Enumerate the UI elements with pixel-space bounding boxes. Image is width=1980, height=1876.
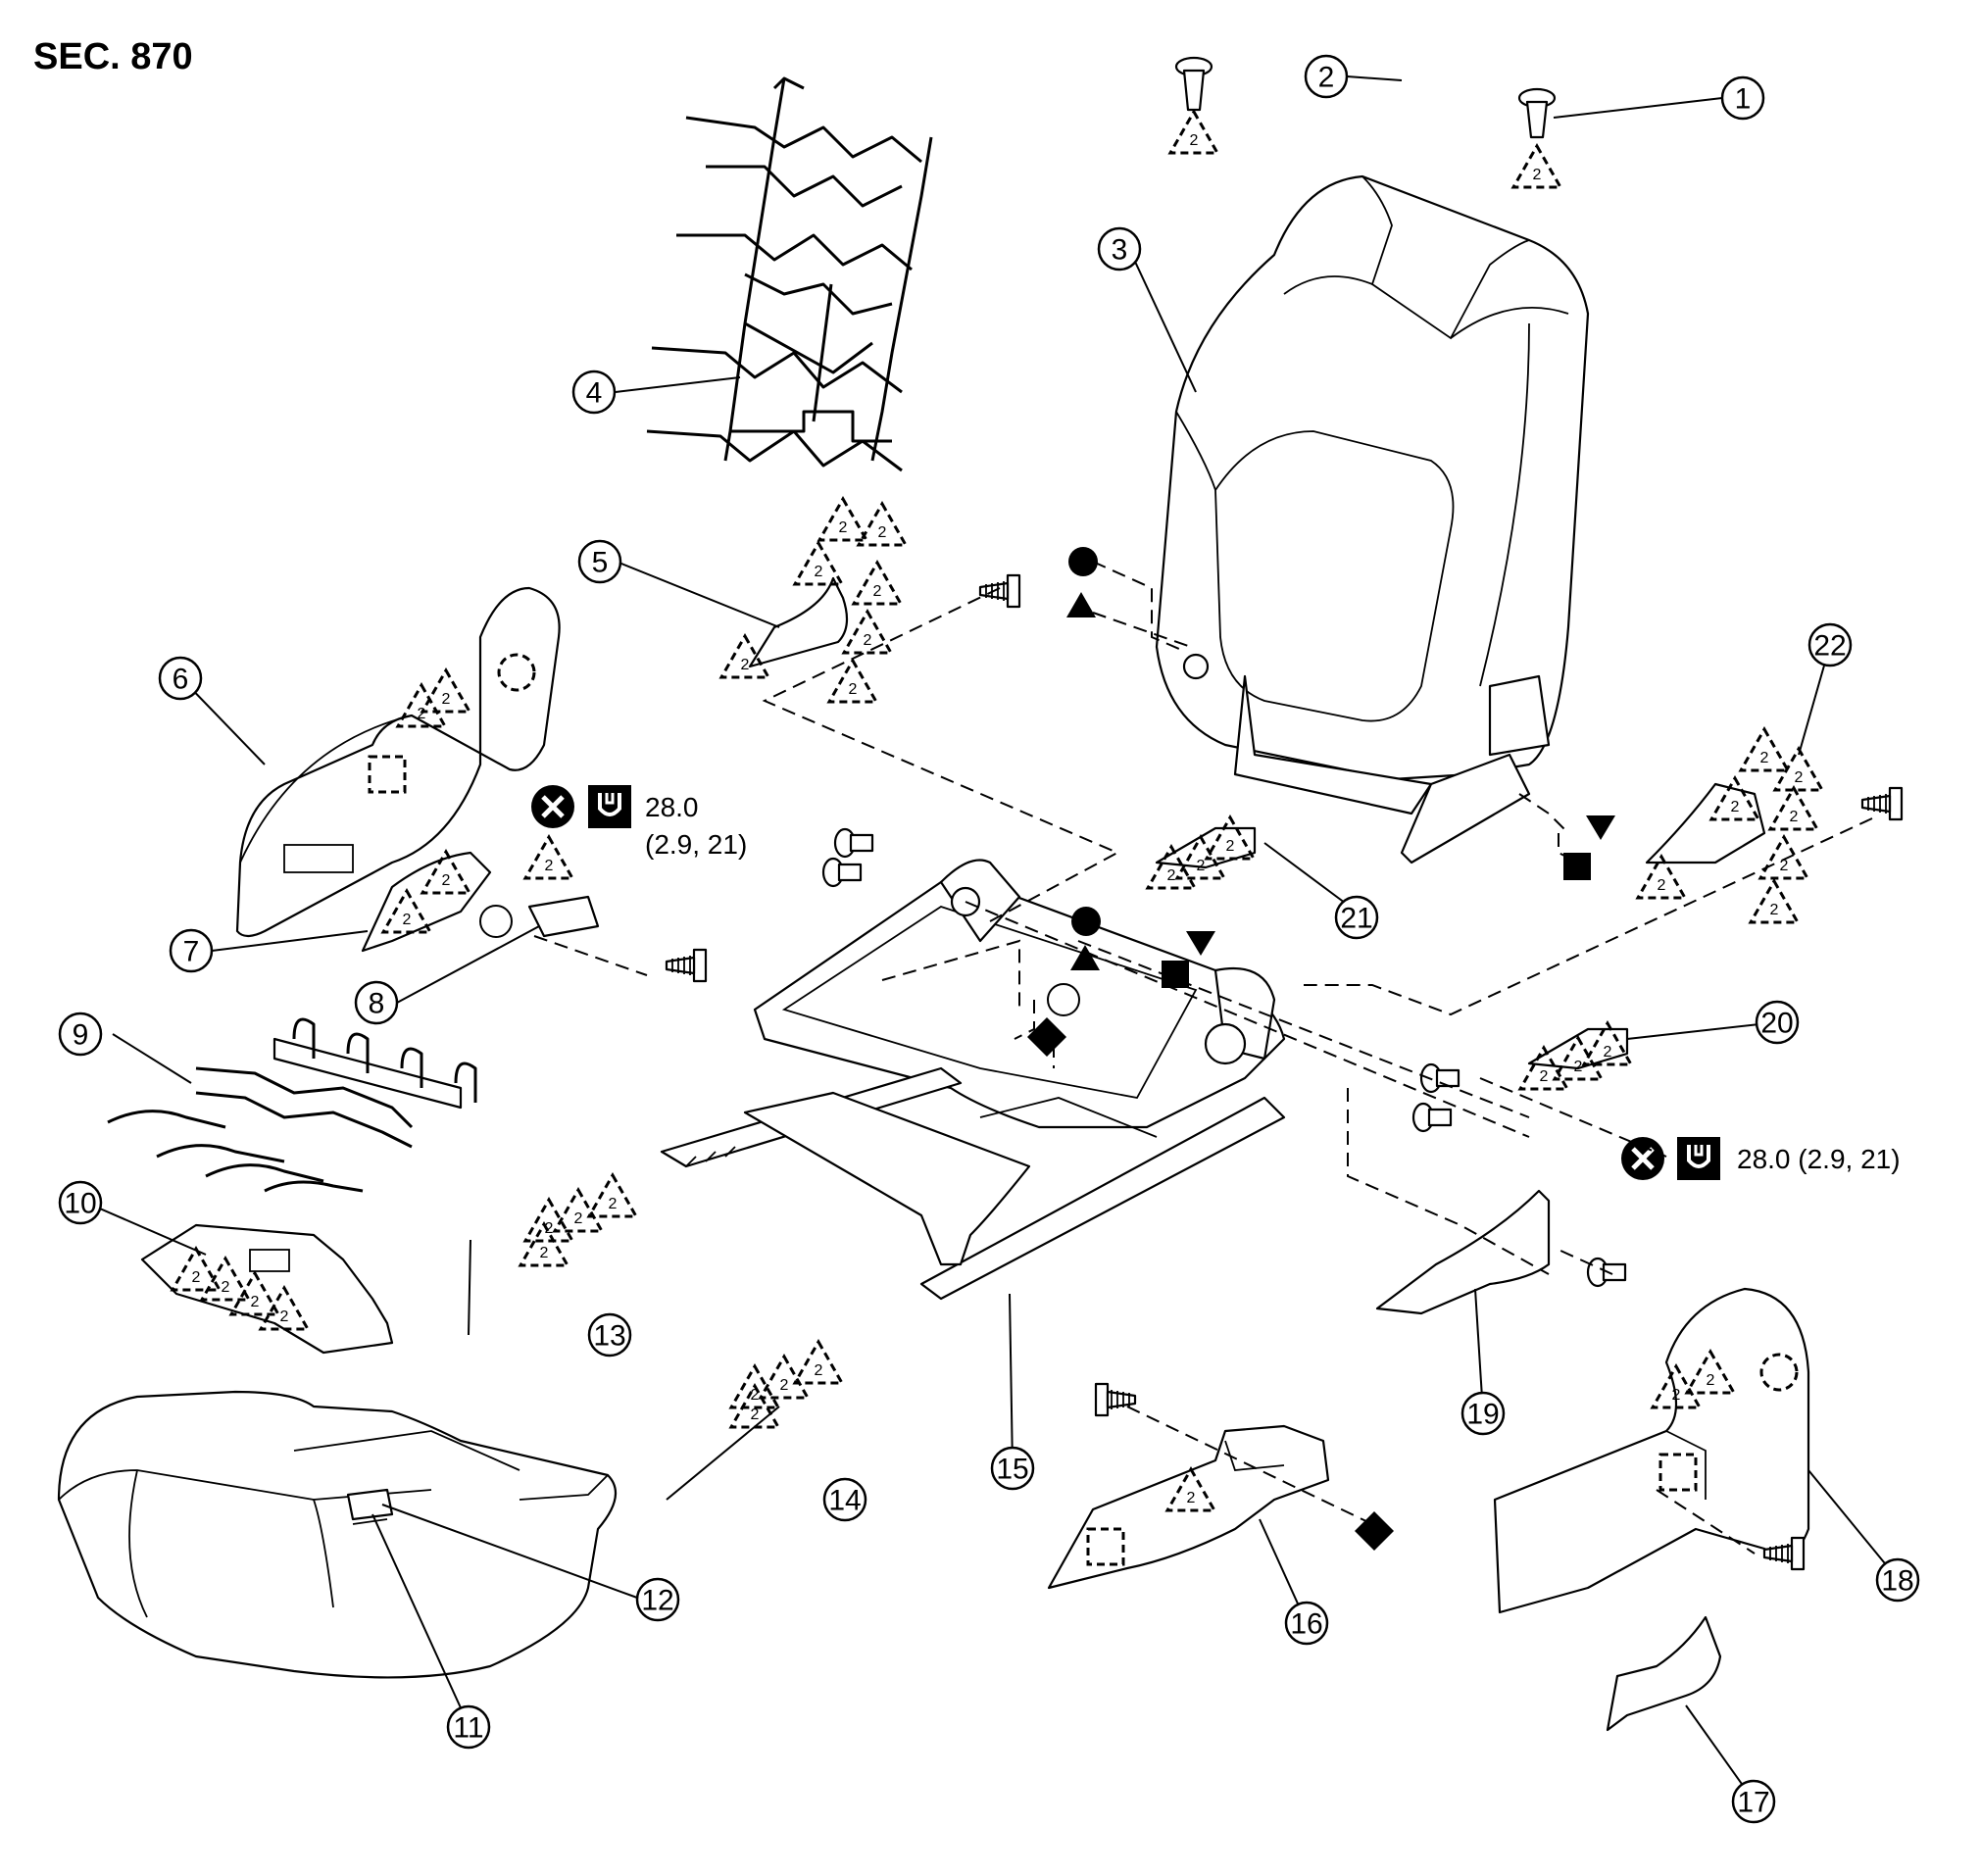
callout-6: 6 xyxy=(158,656,203,701)
seat-cushion xyxy=(57,1390,618,1679)
svg-text:16: 16 xyxy=(1290,1608,1322,1641)
callout-4: 4 xyxy=(571,370,617,415)
bracket-20 xyxy=(1518,1021,1633,1091)
inverted-triangle-marker xyxy=(1586,815,1615,840)
torque-units-upper: (2.9, 21) xyxy=(645,829,747,860)
solid-square-marker xyxy=(1563,853,1591,880)
svg-text:9: 9 xyxy=(73,1019,89,1052)
hollow-circle-marker xyxy=(1047,983,1080,1016)
seat-front-trim-16 xyxy=(1047,1382,1330,1590)
callout-13: 13 xyxy=(587,1312,632,1358)
callout-21: 21 xyxy=(1334,895,1379,940)
svg-text:3: 3 xyxy=(1112,234,1128,267)
callout-22: 22 xyxy=(1807,622,1853,667)
recliner-cover-inner xyxy=(361,850,492,953)
svg-text:7: 7 xyxy=(183,936,200,968)
torque-value-upper: 28.0 xyxy=(645,792,699,822)
callout-17: 17 xyxy=(1731,1779,1776,1824)
seatback-side-trim-22 xyxy=(1636,727,1904,924)
callout-12: 12 xyxy=(635,1577,680,1622)
location-markers xyxy=(1027,547,1615,1551)
callout-16: 16 xyxy=(1284,1601,1329,1646)
seatback-assembly xyxy=(1155,174,1590,864)
svg-text:4: 4 xyxy=(586,377,603,410)
svg-text:15: 15 xyxy=(996,1454,1028,1486)
torque-spec-upper: 28.0 (2.9, 21) xyxy=(531,785,747,860)
svg-text:20: 20 xyxy=(1760,1008,1793,1040)
svg-text:14: 14 xyxy=(828,1485,861,1517)
solid-diamond-marker xyxy=(1027,1017,1066,1057)
svg-text:2: 2 xyxy=(1318,62,1335,94)
callout-20: 20 xyxy=(1755,1000,1800,1045)
solid-triangle-marker xyxy=(1070,945,1100,970)
svg-text:11: 11 xyxy=(453,1712,483,1745)
bracket-21 xyxy=(1146,815,1257,890)
occupant-sensor-mat xyxy=(140,1223,394,1355)
callout-5: 5 xyxy=(577,539,622,584)
callout-9: 9 xyxy=(58,1012,103,1057)
bracket-8 xyxy=(479,835,708,983)
seat-side-cover xyxy=(235,586,561,938)
clip-group-13 xyxy=(519,1173,638,1267)
seatback-side-trim xyxy=(719,497,1021,704)
svg-text:18: 18 xyxy=(1881,1565,1913,1598)
hollow-circle-marker xyxy=(479,905,513,938)
svg-text:19: 19 xyxy=(1466,1399,1499,1431)
callouts: 1 2 3 4 5 6 7 8 9 10 11 12 13 14 15 16 1… xyxy=(58,54,1920,1824)
callout-2: 2 xyxy=(1304,54,1349,99)
solid-triangle-marker xyxy=(1066,592,1096,617)
replace-x-icon xyxy=(1621,1137,1664,1180)
svg-text:17: 17 xyxy=(1737,1787,1769,1819)
solid-circle-marker xyxy=(1071,907,1101,936)
alignment-lines xyxy=(533,561,1873,1555)
callout-3: 3 xyxy=(1097,226,1142,272)
svg-text:22: 22 xyxy=(1813,630,1846,663)
headrest-guide-1 xyxy=(1511,87,1562,189)
callout-19: 19 xyxy=(1460,1391,1506,1436)
svg-text:6: 6 xyxy=(173,664,189,696)
svg-text:5: 5 xyxy=(592,547,609,579)
torque-text-lower: 28.0 (2.9, 21) xyxy=(1737,1144,1901,1174)
callout-18: 18 xyxy=(1875,1557,1920,1603)
solid-circle-marker xyxy=(1068,547,1098,576)
callout-1: 1 xyxy=(1720,75,1765,121)
seat-frame-and-rails xyxy=(660,859,1286,1301)
seat-spring-assembly xyxy=(107,1017,477,1193)
callout-7: 7 xyxy=(169,928,214,973)
svg-text:1: 1 xyxy=(1735,83,1752,116)
section-heading: SEC. 870 xyxy=(33,36,193,77)
callout-15: 15 xyxy=(990,1446,1035,1491)
svg-text:10: 10 xyxy=(64,1188,96,1220)
side-cover-17 xyxy=(1606,1615,1722,1732)
inverted-triangle-marker xyxy=(1186,931,1215,956)
clip-group-14 xyxy=(729,1340,844,1429)
headrest-guide-2 xyxy=(1168,56,1219,155)
trim-19 xyxy=(1375,1189,1627,1315)
torque-wrench-icon xyxy=(1675,1135,1722,1182)
svg-text:8: 8 xyxy=(369,988,385,1020)
seatback-wire-frame xyxy=(646,76,933,472)
torque-spec-lower: 28.0 (2.9, 21) xyxy=(1621,1137,1901,1180)
svg-text:13: 13 xyxy=(593,1320,625,1353)
callout-10: 10 xyxy=(58,1180,103,1225)
svg-text:21: 21 xyxy=(1340,903,1372,935)
callout-11: 11 xyxy=(446,1704,491,1750)
callout-14: 14 xyxy=(822,1477,867,1522)
svg-text:12: 12 xyxy=(641,1585,673,1617)
outer-shield-18 xyxy=(1493,1287,1810,1614)
callout-8: 8 xyxy=(354,980,399,1025)
solid-diamond-marker xyxy=(1355,1511,1394,1551)
solid-square-marker xyxy=(1162,961,1189,988)
replace-x-icon xyxy=(531,785,574,828)
torque-wrench-icon xyxy=(586,783,633,830)
